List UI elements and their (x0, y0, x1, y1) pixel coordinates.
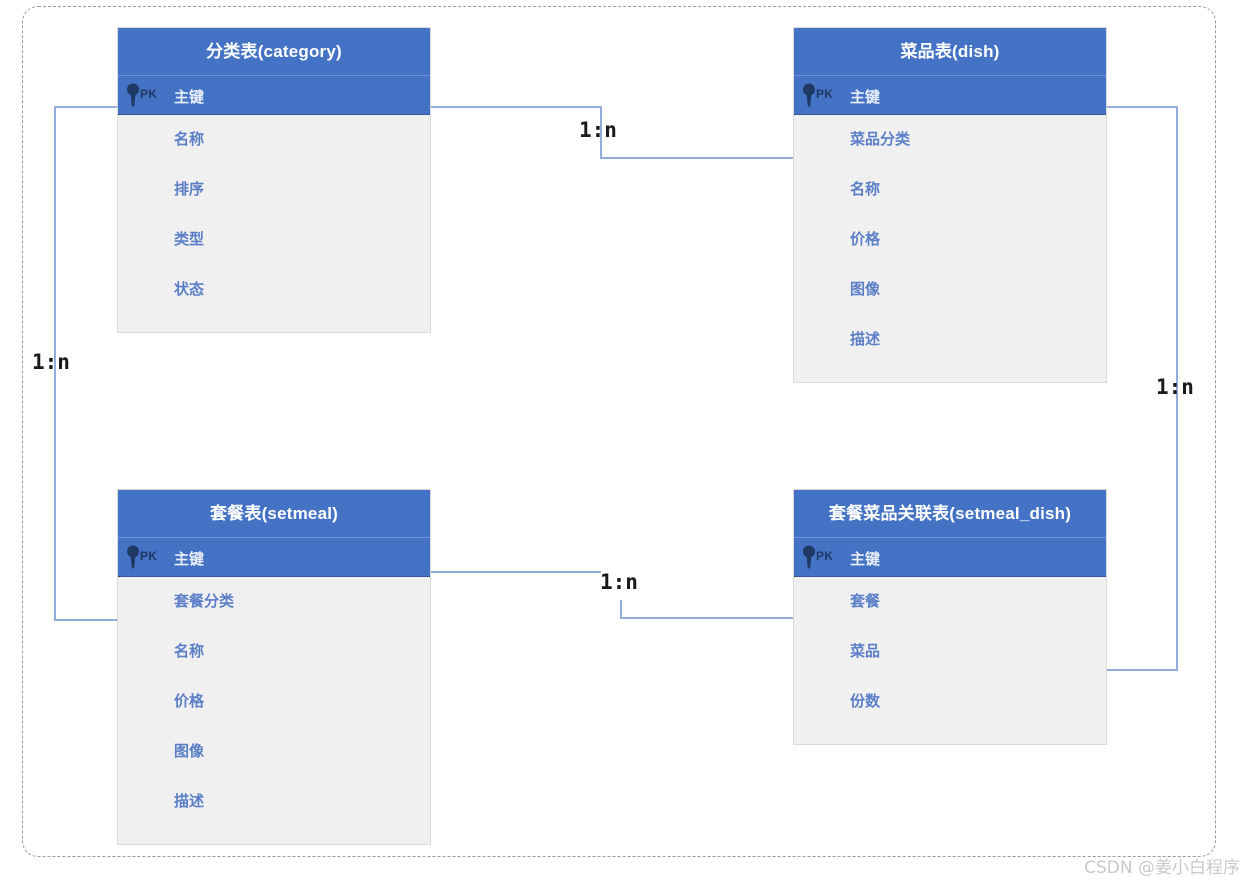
cardinality-label-category-setmeal: 1:n (32, 350, 70, 374)
attribute-row[interactable]: 描述 (174, 793, 205, 810)
entity-setmeal-dish-pk-tag: PK (816, 549, 834, 563)
entity-dish-title: 菜品表(dish) (794, 28, 1106, 76)
connector-category-setmeal-seg1 (54, 106, 118, 108)
watermark: CSDN @姜小白程序 (1084, 858, 1240, 878)
entity-setmeal-body: 套餐分类 名称 价格 图像 描述 (118, 577, 430, 827)
key-icon (803, 545, 815, 569)
attribute-row[interactable]: 名称 (174, 643, 205, 660)
entity-setmeal-dish-pk-row[interactable]: PK 主键 (794, 538, 1106, 577)
attribute-row[interactable]: 图像 (850, 281, 881, 298)
connector-category-dish-seg3 (600, 157, 794, 159)
attribute-row[interactable]: 菜品分类 (850, 131, 911, 148)
cardinality-label-setmeal-setmealdish: 1:n (600, 570, 638, 594)
entity-setmeal-title: 套餐表(setmeal) (118, 490, 430, 538)
connector-dish-setmealdish-seg1 (1107, 106, 1178, 108)
attribute-row[interactable]: 类型 (174, 231, 205, 248)
entity-category[interactable]: 分类表(category) PK 主键 名称 排序 类型 状态 (117, 27, 431, 333)
connector-category-setmeal-seg3 (54, 619, 118, 621)
attribute-row[interactable]: 价格 (850, 231, 881, 248)
cardinality-label-dish-setmealdish: 1:n (1156, 375, 1194, 399)
entity-setmeal-pk-tag: PK (140, 549, 158, 563)
diagram-frame (22, 6, 1216, 857)
entity-setmeal-dish-title: 套餐菜品关联表(setmeal_dish) (794, 490, 1106, 538)
attribute-row[interactable]: 套餐 (850, 593, 881, 610)
connector-dish-setmealdish-seg3 (1107, 669, 1178, 671)
entity-category-pk-label: 主键 (174, 89, 205, 106)
connector-setmeal-setmealdish-seg2 (620, 600, 622, 619)
key-icon (803, 83, 815, 107)
entity-dish[interactable]: 菜品表(dish) PK 主键 菜品分类 名称 价格 图像 描述 (793, 27, 1107, 383)
entity-setmeal-dish-pk-label: 主键 (850, 551, 881, 568)
key-icon (127, 545, 139, 569)
attribute-row[interactable]: 排序 (174, 181, 205, 198)
connector-dish-setmealdish-seg2 (1176, 106, 1178, 671)
attribute-row[interactable]: 价格 (174, 693, 205, 710)
entity-dish-pk-label: 主键 (850, 89, 881, 106)
connector-setmeal-setmealdish-seg3 (620, 617, 794, 619)
attribute-row[interactable]: 名称 (850, 181, 881, 198)
attribute-row[interactable]: 图像 (174, 743, 205, 760)
entity-dish-body: 菜品分类 名称 价格 图像 描述 (794, 115, 1106, 365)
attribute-row[interactable]: 状态 (174, 281, 205, 298)
entity-dish-pk-row[interactable]: PK 主键 (794, 76, 1106, 115)
attribute-row[interactable]: 份数 (850, 693, 881, 710)
attribute-row[interactable]: 名称 (174, 131, 205, 148)
entity-setmeal-pk-row[interactable]: PK 主键 (118, 538, 430, 577)
attribute-row[interactable]: 菜品 (850, 643, 881, 660)
connector-category-dish-seg1 (431, 106, 602, 108)
entity-setmeal-pk-label: 主键 (174, 551, 205, 568)
key-icon (127, 83, 139, 107)
entity-category-pk-row[interactable]: PK 主键 (118, 76, 430, 115)
connector-category-dish-seg2 (600, 106, 602, 159)
entity-dish-pk-tag: PK (816, 87, 834, 101)
entity-category-title: 分类表(category) (118, 28, 430, 76)
attribute-row[interactable]: 套餐分类 (174, 593, 235, 610)
entity-category-pk-tag: PK (140, 87, 158, 101)
connector-category-setmeal-seg2 (54, 106, 56, 621)
connector-setmeal-setmealdish-seg1 (431, 571, 601, 573)
entity-setmeal-dish-body: 套餐 菜品 份数 (794, 577, 1106, 727)
entity-setmeal-dish[interactable]: 套餐菜品关联表(setmeal_dish) PK 主键 套餐 菜品 份数 (793, 489, 1107, 745)
entity-category-body: 名称 排序 类型 状态 (118, 115, 430, 315)
cardinality-label-category-dish: 1:n (579, 118, 617, 142)
attribute-row[interactable]: 描述 (850, 331, 881, 348)
entity-setmeal[interactable]: 套餐表(setmeal) PK 主键 套餐分类 名称 价格 图像 描述 (117, 489, 431, 845)
